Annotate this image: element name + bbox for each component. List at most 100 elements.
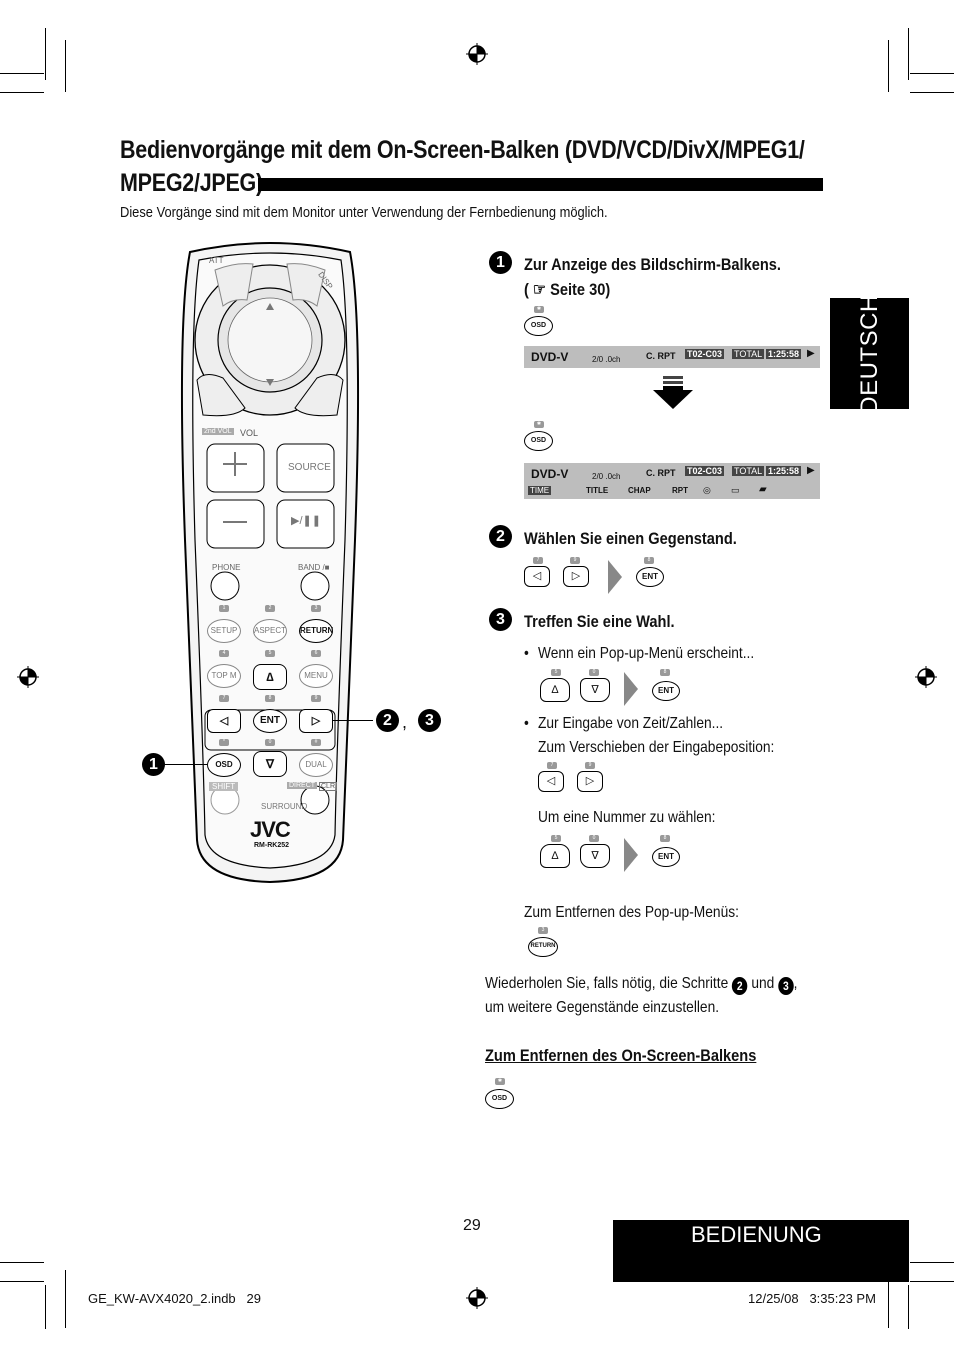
step-3-number: 3 [489, 608, 512, 631]
remote-dual-button[interactable]: DUAL [299, 753, 333, 777]
osd-audio-icon: ◎ [703, 485, 711, 495]
crop-mark [0, 92, 44, 93]
ent-button[interactable]: ENT [636, 567, 664, 587]
remote-att-label: ATT [209, 256, 224, 265]
repeat-step-3: 3 [778, 977, 794, 995]
osd-total-time: 1:25:58 [766, 349, 802, 359]
crop-mark [65, 40, 66, 92]
remote-osd-button[interactable]: OSD [207, 753, 241, 777]
footer-timestamp: 12/25/08 3:35:23 PM [748, 1291, 876, 1306]
down-arrow-icon [653, 376, 693, 409]
remote-right-button[interactable]: ▷ [299, 709, 333, 733]
down-button[interactable]: ∇ [580, 844, 610, 868]
registration-mark-icon [17, 666, 39, 688]
remote-menu-button[interactable]: MENU [299, 664, 333, 688]
crop-mark [910, 1262, 954, 1263]
registration-mark-icon [915, 666, 937, 688]
title-line-1: Bedienvorgänge mit dem On-Screen-Balken … [120, 136, 805, 164]
osd-total-label: TOTAL [732, 349, 765, 359]
step-3-title: Treffen Sie eine Wahl. [524, 612, 675, 631]
osd-rpt-item[interactable]: RPT [672, 486, 688, 495]
osd-crpt-label: C. RPT [646, 351, 676, 361]
up-button[interactable]: ∆ [540, 678, 570, 702]
osd-button[interactable]: OSD [524, 431, 553, 451]
crop-mark [0, 1281, 44, 1282]
remote-surround-label: SURROUND [261, 802, 308, 811]
jvc-logo: JVC [250, 817, 291, 842]
remote-model-label: RM-RK252 [254, 842, 290, 849]
osd-chap-item[interactable]: CHAP [628, 486, 651, 495]
osd-button[interactable]: OSD [524, 316, 553, 336]
osd-audio-label: 2/0 .0ch [592, 472, 621, 481]
step-2-title: Wählen Sie einen Gegenstand. [524, 529, 737, 548]
osd-time-item[interactable]: TIME [528, 486, 552, 495]
left-button[interactable]: ◁ [524, 566, 550, 587]
remote-band-label: BAND /■ [298, 563, 330, 572]
remote-left-button[interactable]: ◁ [207, 709, 241, 733]
remote-setup-button[interactable]: SETUP [207, 619, 241, 643]
repeat-step-2: 2 [732, 977, 748, 995]
left-button[interactable]: ◁ [538, 771, 564, 792]
remote-down-button[interactable]: ∇ [253, 751, 287, 777]
crop-mark [45, 1285, 46, 1329]
remote-key-number: # [311, 739, 321, 746]
remote-key-number: 2 [265, 605, 275, 612]
repeat-und: und [751, 975, 775, 992]
language-tab-label: DEUTSCH [855, 293, 883, 414]
then-arrow-icon [624, 672, 638, 706]
ent-button[interactable]: ENT [652, 847, 680, 867]
remote-key-number: 6 [311, 650, 321, 657]
osd-total-time: 1:25:58 [766, 466, 802, 476]
title-rule [258, 178, 823, 191]
right-button[interactable]: ▷ [563, 566, 589, 587]
repeat-text-line2: um weitere Gegenstände einzustellen. [485, 999, 720, 1016]
bullet-dot: • [524, 645, 529, 662]
remote-source-button[interactable]: SOURCE [288, 462, 331, 473]
callout-step-3: 3 [418, 709, 441, 732]
remote-play-pause-button[interactable]: ▶/❚❚ [291, 515, 321, 527]
key-tag: ✱ [534, 306, 544, 313]
section-tab-label: BEDIENUNG [691, 1222, 822, 1247]
osd-title-item[interactable]: TITLE [586, 486, 609, 495]
remote-key-number: 9 [311, 695, 321, 702]
remote-top-menu-button[interactable]: TOP M [207, 664, 241, 688]
osd-dvd-label: DVD-V [531, 350, 569, 364]
remove-osd-heading: Zum Entfernen des On-Screen-Balkens [485, 1046, 757, 1065]
crop-mark [908, 28, 909, 80]
remote-key-number: 7 [219, 695, 229, 702]
key-tag: 5 [551, 835, 561, 842]
crop-mark [888, 40, 889, 92]
registration-mark-icon [466, 1287, 488, 1309]
crop-mark [45, 28, 46, 80]
osd-angle-icon: ▰ [759, 484, 767, 495]
key-tag: 7 [533, 557, 543, 564]
remote-up-button[interactable]: ∆ [253, 664, 287, 690]
remove-popup-text: Zum Entfernen des Pop-up-Menüs: [524, 904, 739, 921]
return-button[interactable]: RETURN [528, 937, 558, 957]
remote-ent-button[interactable]: ENT [253, 709, 287, 733]
osd-audio-label: 2/0 .0ch [592, 355, 621, 364]
section-tab: BEDIENUNG [613, 1220, 909, 1282]
remote-return-button[interactable]: RETURN [299, 619, 333, 643]
footer-file-info: GE_KW-AVX4020_2.indb 29 [88, 1291, 261, 1306]
remote-key-number: 0 [265, 739, 275, 746]
crop-mark [0, 73, 44, 74]
popup-bullet-text: Wenn ein Pop-up-Menü erscheint... [538, 645, 755, 662]
remote-aspect-button[interactable]: ASPECT [253, 619, 287, 643]
up-button[interactable]: ∆ [540, 844, 570, 868]
crop-mark [910, 1281, 954, 1282]
bullet-dot: • [524, 715, 529, 732]
right-button[interactable]: ▷ [577, 771, 603, 792]
crop-mark [908, 1285, 909, 1329]
osd-button[interactable]: OSD [485, 1089, 514, 1109]
ent-button[interactable]: ENT [652, 681, 680, 701]
osd-play-icon: ▶ [807, 348, 815, 359]
title-line-2: MPEG2/JPEG) [120, 169, 263, 197]
step-1-title: Zur Anzeige des Bildschirm-Balkens. [524, 255, 782, 274]
key-tag: ✱ [495, 1078, 505, 1085]
remote-direct-label: DIRECT [287, 782, 318, 789]
key-tag: 0 [589, 835, 599, 842]
down-button[interactable]: ∇ [580, 678, 610, 702]
repeat-text-a: Wiederholen Sie, falls nötig, die Schrit… [485, 975, 729, 992]
osd-chapter-label: T02-C03 [685, 466, 725, 476]
